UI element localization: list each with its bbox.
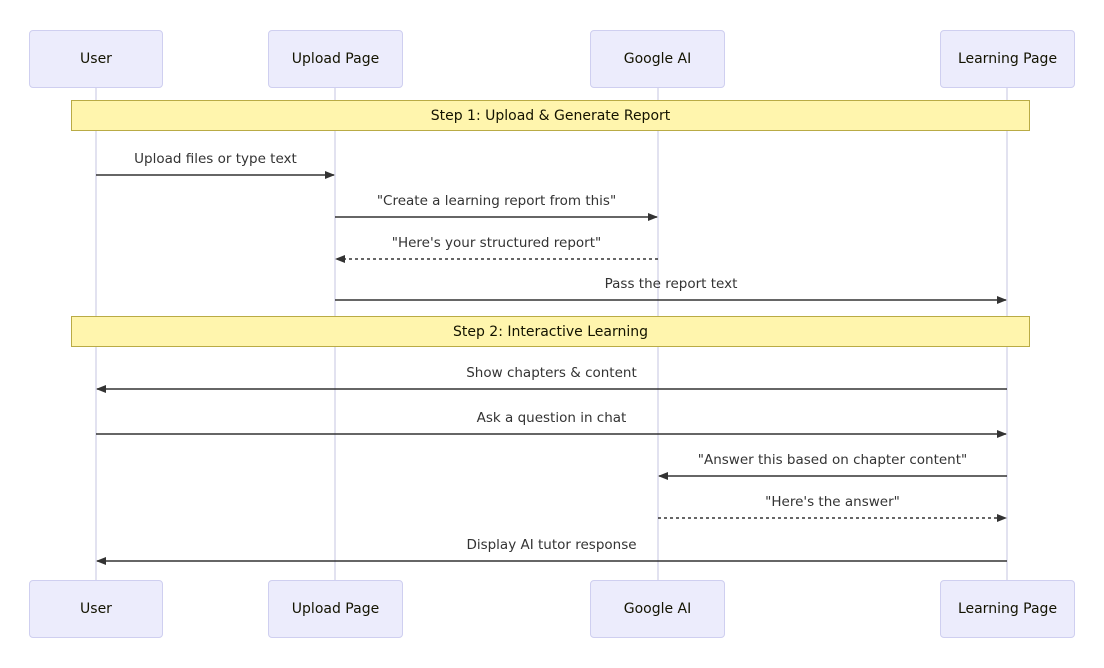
message-label-m1: Upload files or type text bbox=[134, 151, 297, 167]
participant-box-learning-bottom[interactable]: Learning Page bbox=[940, 580, 1075, 638]
note-band-step2: Step 2: Interactive Learning bbox=[71, 316, 1030, 347]
participant-box-user-bottom[interactable]: User bbox=[29, 580, 163, 638]
arrows-group bbox=[96, 171, 1007, 565]
participant-label-learning-top: Learning Page bbox=[957, 51, 1058, 67]
message-label-m9: Display AI tutor response bbox=[466, 537, 637, 553]
participant-box-ai-top[interactable]: Google AI bbox=[590, 30, 725, 88]
participant-box-upload-bottom[interactable]: Upload Page bbox=[268, 580, 403, 638]
note-label-step2: Step 2: Interactive Learning bbox=[452, 323, 649, 340]
participant-label-ai-bottom: Google AI bbox=[623, 601, 692, 617]
message-label-m2: "Create a learning report from this" bbox=[376, 193, 617, 209]
message-label-m8: "Here's the answer" bbox=[765, 494, 900, 510]
message-label-m4: Pass the report text bbox=[604, 276, 738, 292]
participant-box-upload-top[interactable]: Upload Page bbox=[268, 30, 403, 88]
note-label-step1: Step 1: Upload & Generate Report bbox=[430, 107, 671, 124]
participant-label-user-bottom: User bbox=[80, 601, 112, 617]
message-label-m6: Ask a question in chat bbox=[476, 410, 627, 426]
participant-box-ai-bottom[interactable]: Google AI bbox=[590, 580, 725, 638]
participant-label-user-top: User bbox=[80, 51, 112, 67]
participant-label-learning-bottom: Learning Page bbox=[957, 601, 1058, 617]
participant-label-ai-top: Google AI bbox=[623, 51, 692, 67]
participant-box-learning-top[interactable]: Learning Page bbox=[940, 30, 1075, 88]
message-label-m7: "Answer this based on chapter content" bbox=[697, 452, 968, 468]
participant-box-user-top[interactable]: User bbox=[29, 30, 163, 88]
note-band-step1: Step 1: Upload & Generate Report bbox=[71, 100, 1030, 131]
participant-label-upload-top: Upload Page bbox=[291, 51, 380, 67]
participant-label-upload-bottom: Upload Page bbox=[291, 601, 380, 617]
message-label-m5: Show chapters & content bbox=[466, 365, 637, 381]
message-label-m3: "Here's your structured report" bbox=[391, 235, 602, 251]
